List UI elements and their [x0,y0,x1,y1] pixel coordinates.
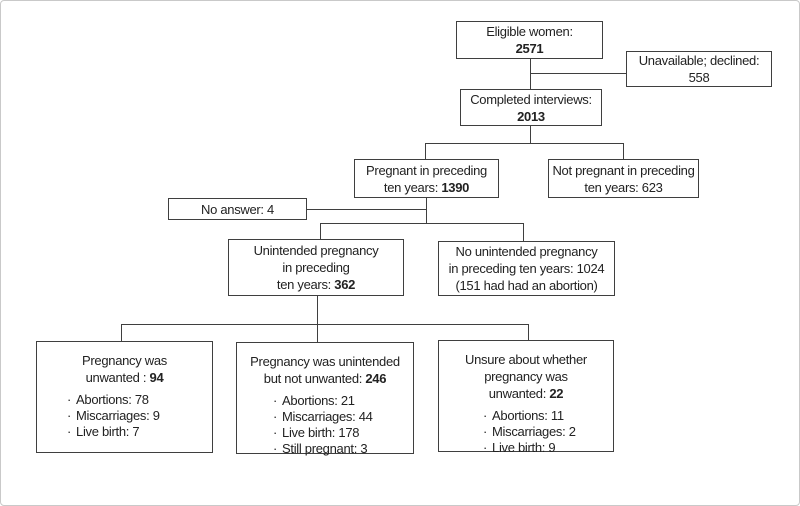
bullet-icon: · [273,393,278,408]
node-label: No unintended pregnancy [455,244,598,259]
connector-pregnant-down [426,198,427,223]
node-label: No answer: 4 [201,201,274,217]
node-label: ten years: 1390 [383,179,470,195]
node-value: 558 [688,70,710,85]
node-pregnancy-unwanted: Pregnancy was unwanted : 94 ·Abortions: … [36,341,213,453]
node-eligible-women: Eligible women: 2571 [456,21,603,59]
outcome-list: ·Abortions: 11 ·Miscarriages: 2 ·Live bi… [439,408,613,456]
list-item: ·Live birth: 9 [483,440,556,455]
node-title: Pregnancy was unwanted : 94 [82,353,167,385]
bullet-icon: · [67,424,72,439]
connector-unavailable-branch [530,73,626,74]
outcome-list: ·Abortions: 21 ·Miscarriages: 44 ·Live b… [237,393,413,457]
connector-no-answer-branch [306,209,426,210]
node-completed-interviews: Completed interviews: 2013 [460,89,602,126]
outcome-list: ·Abortions: 78 ·Miscarriages: 9 ·Live bi… [37,392,212,440]
bullet-icon: · [273,441,278,456]
node-value: 2013 [517,108,545,124]
node-value: 362 [334,277,356,292]
node-value: 1390 [441,179,470,195]
bullet-icon: · [273,425,278,440]
connector-to-unwanted [121,324,122,341]
list-item: ·Abortions: 21 [273,393,355,408]
node-pregnant: Pregnant in preceding ten years: 1390 [354,159,499,198]
node-unavailable-declined: Unavailable; declined: 558 [626,51,772,87]
node-no-unintended-pregnancy: No unintended pregnancy in preceding ten… [438,241,615,296]
node-label: Not pregnant in preceding [552,162,695,178]
node-not-pregnant: Not pregnant in preceding ten years: 623 [548,159,699,198]
bullet-icon: · [483,440,488,455]
node-label: Unintended pregnancy [253,243,379,258]
connector-to-no-unintended [523,223,524,241]
connector-to-unsure [528,324,529,340]
node-value: 2571 [515,41,544,56]
node-label: in preceding [282,260,350,275]
connector-pregnant-split [425,143,624,144]
list-item: ·Still pregnant: 3 [273,441,368,456]
connector-unintended-down [317,296,318,342]
connector-to-pregnant [425,143,426,159]
bullet-icon: · [483,408,488,423]
node-value: 94 [149,370,164,385]
node-value: 246 [365,371,387,386]
node-label: Completed interviews: [470,91,592,107]
node-unintended-not-unwanted: Pregnancy was unintended but not unwante… [236,342,414,457]
list-item: ·Live birth: 178 [273,425,360,440]
node-unintended-pregnancy: Unintended pregnancy in preceding ten ye… [228,239,404,296]
bullet-icon: · [67,392,72,407]
list-item: ·Abortions: 11 [483,408,564,423]
node-no-answer: No answer: 4 [168,198,307,220]
list-item: ·Miscarriages: 2 [483,424,576,439]
bullet-icon: · [67,408,72,423]
list-item: ·Miscarriages: 9 [67,408,160,423]
list-item: ·Abortions: 78 [67,392,149,407]
node-label: ten years: 362 [276,277,356,292]
node-title: Pregnancy was unintended but not unwante… [250,354,400,386]
connector-completed-down [530,126,531,143]
node-label: Eligible women: [486,24,573,39]
node-label: Pregnant in preceding [366,162,487,178]
node-label: Unavailable; declined: [638,53,760,68]
connector-unintended-split [320,223,524,224]
bullet-icon: · [273,409,278,424]
node-label: (151 had had an abortion) [455,278,598,293]
connector-to-not-pregnant [623,143,624,159]
list-item: ·Live birth: 7 [67,424,140,439]
list-item: ·Miscarriages: 44 [273,409,373,424]
node-value: 22 [549,386,564,401]
bullet-icon: · [483,424,488,439]
connector-outcome-split [121,324,529,325]
node-label: in preceding ten years: 1024 [448,261,605,276]
connector-to-unintended [320,223,321,239]
node-title: Unsure about whether pregnancy was unwan… [465,352,587,401]
node-label: ten years: 623 [584,179,663,195]
node-unsure-unwanted: Unsure about whether pregnancy was unwan… [438,340,614,455]
